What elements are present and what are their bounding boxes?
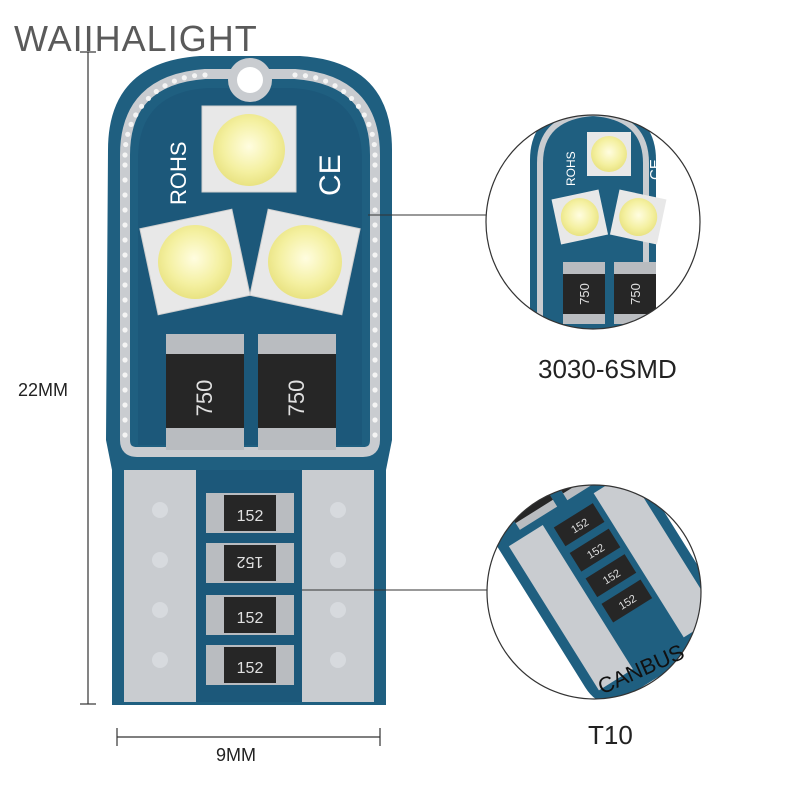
- zoom-top-resistor-left-code: 750: [577, 283, 592, 305]
- resistor-large-right-code: 750: [284, 380, 309, 417]
- rim-bead: [372, 152, 378, 158]
- brand-watermark: WAIIHALIGHT: [14, 18, 258, 59]
- rim-bead: [122, 432, 128, 438]
- rim-bead: [133, 112, 139, 118]
- rim-bead: [122, 222, 128, 228]
- resistor-small-2: 152: [206, 543, 294, 583]
- rim-bead: [372, 297, 378, 303]
- zoom-callout-top: 750 750 ROHS CE: [485, 114, 701, 330]
- rim-bead: [372, 252, 378, 258]
- rim-bead: [372, 417, 378, 423]
- rim-bead: [292, 72, 298, 78]
- rim-bead: [122, 177, 128, 183]
- rim-bead: [372, 372, 378, 378]
- rim-bead: [122, 282, 128, 288]
- zoom-top-rohs-mark: ROHS: [564, 151, 578, 186]
- rim-bead: [122, 372, 128, 378]
- rim-bead: [122, 192, 128, 198]
- resistor-small-2-code: 152: [237, 553, 264, 570]
- contact-holes: [152, 502, 346, 668]
- rim-bead: [122, 342, 128, 348]
- rim-bead: [122, 207, 128, 213]
- rim-bead: [122, 237, 128, 243]
- rim-bead: [122, 387, 128, 393]
- rim-bead: [123, 141, 129, 148]
- rim-bead: [122, 327, 128, 333]
- height-dimension-line: [80, 51, 96, 705]
- rim-bead: [122, 297, 128, 303]
- rim-bead: [372, 192, 378, 198]
- rim-bead: [122, 252, 128, 258]
- zoom-bottom-resistor-large-right-code: 750: [563, 460, 585, 480]
- rim-bead: [355, 103, 362, 109]
- rim-bead: [372, 177, 378, 183]
- rim-bead: [372, 282, 378, 288]
- rim-bead: [122, 402, 128, 408]
- resistor-small-3-code: 152: [237, 610, 264, 627]
- rim-bead: [341, 88, 347, 95]
- rim-beads: [122, 72, 378, 438]
- rim-bead: [128, 121, 134, 127]
- ce-mark: CE: [314, 154, 347, 196]
- rim-bead: [372, 342, 378, 348]
- callout-top-caption: 3030-6SMD: [538, 354, 677, 384]
- rim-bead: [122, 312, 128, 318]
- resistor-large-right: 750: [258, 334, 336, 450]
- width-dimension-line: [116, 728, 381, 746]
- rim-bead: [372, 267, 378, 273]
- rim-bead: [372, 237, 378, 243]
- rim-bead: [372, 402, 378, 408]
- rim-bead: [153, 88, 159, 95]
- rim-bead: [348, 95, 355, 102]
- led-chip-right: [249, 208, 361, 316]
- rim-bead: [125, 131, 131, 137]
- rim-bead: [361, 112, 367, 118]
- rim-bead: [313, 75, 319, 81]
- callout-bottom-caption: T10: [588, 720, 633, 750]
- zoom-top-ce-mark: CE: [647, 159, 664, 180]
- rim-bead: [366, 121, 372, 127]
- rim-bead: [372, 207, 378, 213]
- width-dimension-label: 9MM: [216, 745, 256, 765]
- zoom-callout-bottom: 152 152 152 152 750 750 CANBUS: [486, 460, 702, 700]
- resistor-large-left: 750: [166, 334, 244, 450]
- resistor-small-4: 152: [206, 645, 294, 685]
- rim-bead: [332, 83, 338, 89]
- led-chip-top: [201, 105, 297, 193]
- rim-bead: [122, 417, 128, 423]
- rim-bead: [369, 131, 375, 137]
- height-dimension-label: 22MM: [18, 380, 69, 400]
- led-chip-left: [139, 208, 251, 316]
- rim-bead: [302, 73, 309, 79]
- rim-bead: [372, 162, 378, 168]
- rim-bead: [372, 312, 378, 318]
- rim-bead: [371, 141, 377, 148]
- rim-bead: [145, 95, 152, 102]
- rim-bead: [372, 432, 378, 438]
- rim-bead: [323, 78, 329, 84]
- rim-bead: [138, 103, 145, 109]
- rim-bead: [191, 73, 198, 79]
- rim-bead: [171, 78, 177, 84]
- rim-bead: [162, 83, 168, 89]
- resistor-small-1: 152: [206, 493, 294, 533]
- rohs-mark: ROHS: [166, 141, 191, 205]
- resistor-small-3: 152: [206, 595, 294, 635]
- rim-bead: [122, 152, 128, 158]
- rim-bead: [122, 357, 128, 363]
- resistor-small-1-code: 152: [237, 508, 264, 525]
- zoom-top-resistor-right-code: 750: [628, 283, 643, 305]
- rim-bead: [372, 327, 378, 333]
- resistor-small-4-code: 152: [237, 660, 264, 677]
- resistor-large-left-code: 750: [192, 380, 217, 417]
- rim-bead: [122, 267, 128, 273]
- rim-bead: [372, 222, 378, 228]
- rim-bead: [202, 72, 208, 78]
- rim-bead: [372, 357, 378, 363]
- rim-bead: [181, 75, 187, 81]
- rim-bead: [122, 162, 128, 168]
- rim-bead: [372, 387, 378, 393]
